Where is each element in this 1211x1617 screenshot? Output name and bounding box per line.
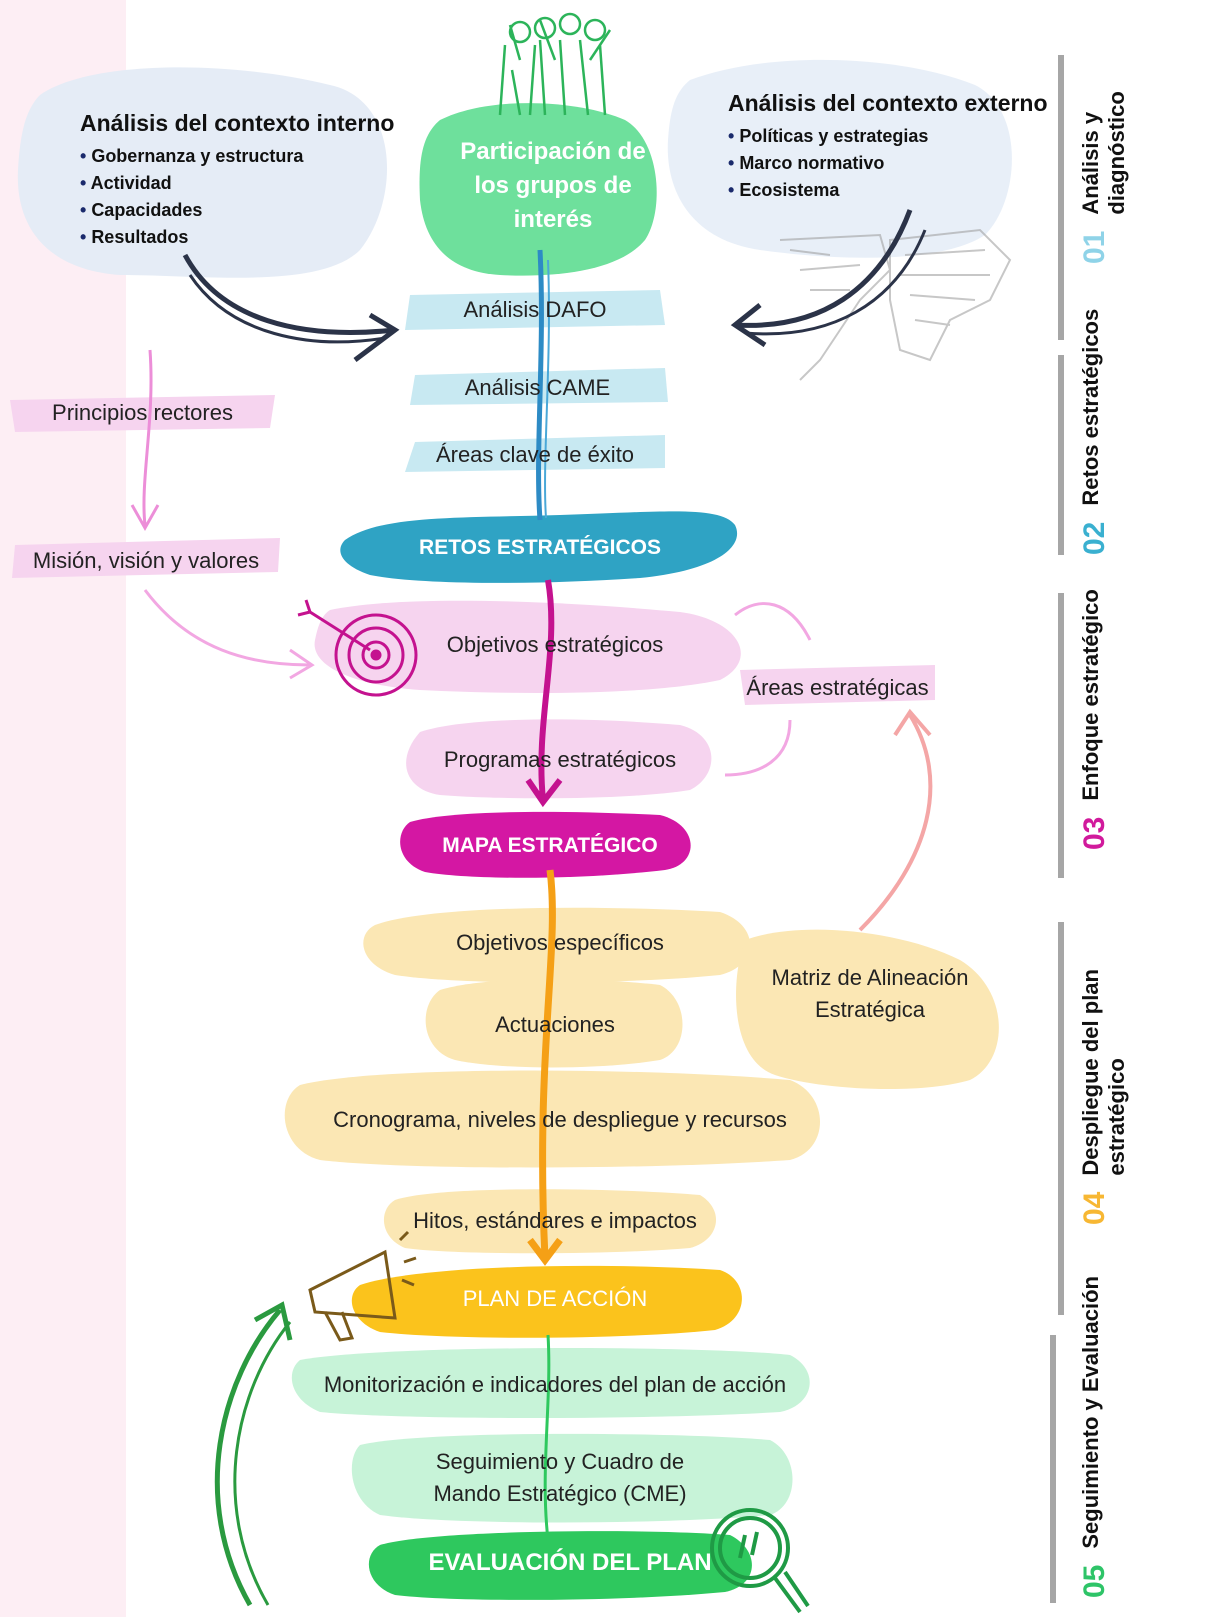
internal-item: Capacidades [80, 197, 394, 224]
internal-context-list: Gobernanza y estructura Actividad Capaci… [80, 143, 394, 251]
stage-03-label: Enfoque estratégico [1078, 589, 1103, 801]
internal-item: Resultados [80, 224, 394, 251]
external-context-title: Análisis del contexto externo [728, 90, 1048, 116]
stage-05: 05 Seguimiento y Evaluación [1078, 1276, 1112, 1598]
came-label: Análisis CAME [464, 375, 611, 400]
participation-blob [419, 103, 657, 276]
participation-label: Participación de los grupos de interés [460, 138, 646, 233]
stage-02-number: 02 [1078, 521, 1111, 555]
internal-item: Gobernanza y estructura [80, 143, 394, 170]
retos-label: RETOS ESTRATÉGICOS [419, 536, 661, 559]
hitos-blob [383, 1189, 717, 1254]
megaphone-icon [308, 1230, 417, 1342]
areas-loop-bottom-arrow [724, 719, 792, 777]
areas-loop-top-arrow [734, 602, 812, 641]
stage-04-label: Despliegue del plan estratégico [1078, 969, 1129, 1176]
hitos-label: Hitos, estándares e impactos [413, 1208, 697, 1233]
stage-bar-01 [1058, 55, 1064, 340]
target-icon [297, 599, 418, 697]
plan-accion-pill [351, 1265, 742, 1338]
stage-01-number: 01 [1078, 230, 1111, 264]
actuaciones-label: Actuaciones [495, 1012, 615, 1037]
central-green-arrow [543, 1334, 551, 1541]
principles-label: Principios rectores [52, 400, 233, 425]
stage-bar-02 [1058, 355, 1064, 555]
external-item: Políticas y estrategias [728, 123, 1048, 150]
retos-pill [340, 511, 738, 583]
people-group-icon [498, 12, 612, 116]
evaluacion-label: EVALUACIÓN DEL PLAN [428, 1549, 712, 1576]
central-blue-arrow [536, 249, 544, 521]
dafo-blob [405, 290, 665, 330]
stage-05-number: 05 [1078, 1564, 1111, 1598]
internal-arrow [182, 253, 396, 335]
internal-item: Actividad [80, 170, 394, 197]
matriz-blob [736, 929, 999, 1090]
areas-estrategicas-label: Áreas estratégicas [746, 675, 929, 700]
stage-02: 02 Retos estratégicos [1078, 309, 1112, 555]
dafo-label: Análisis DAFO [463, 297, 607, 322]
objetivos-label: Objetivos estratégicos [446, 632, 664, 657]
stage-03-number: 03 [1078, 816, 1111, 850]
areas-estrategicas-blob [740, 665, 935, 705]
plan-accion-label: PLAN DE ACCIÓN [462, 1286, 648, 1311]
stage-03: 03 Enfoque estratégico [1078, 589, 1112, 850]
external-context-box: Análisis del contexto externo Políticas … [728, 90, 1048, 204]
mission-to-objetivos-arrow [143, 589, 315, 680]
stage-01-label: Análisis y diagnóstico [1078, 91, 1129, 215]
external-context-list: Políticas y estrategias Marco normativo … [728, 123, 1048, 204]
cronograma-label: Cronograma, niveles de despliegue y recu… [333, 1107, 787, 1132]
stage-01: 01 Análisis y diagnóstico [1078, 45, 1130, 264]
stage-02-label: Retos estratégicos [1078, 308, 1103, 506]
stage-bar-03 [1058, 593, 1064, 878]
stage-bar-05 [1050, 1335, 1056, 1603]
matriz-to-areas-arrow [858, 708, 933, 932]
actuaciones-blob [425, 979, 683, 1068]
objetivos-especificos-label: Objetivos específicos [456, 930, 664, 955]
stage-04: 04 Despliegue del plan estratégico [1078, 966, 1130, 1225]
internal-context-box: Análisis del contexto interno Gobernanza… [80, 110, 394, 251]
stage-05-label: Seguimiento y Evaluación [1078, 1275, 1103, 1549]
mapa-pill [400, 811, 691, 878]
programas-label: Programas estratégicos [443, 747, 677, 772]
monitorizacion-label: Monitorización e indicadores del plan de… [323, 1372, 787, 1397]
stage-04-number: 04 [1078, 1191, 1111, 1225]
magnifier-icon [710, 1508, 810, 1614]
mission-blob [12, 538, 280, 578]
monitorizacion-blob [291, 1348, 810, 1418]
principles-to-mission-arrow [130, 349, 160, 532]
feedback-arrow [214, 1301, 293, 1607]
objetivos-blob [314, 600, 741, 693]
mission-label: Misión, visión y valores [32, 548, 260, 573]
world-map-icon [779, 228, 1012, 381]
mapa-label: MAPA ESTRATÉGICO [442, 834, 658, 857]
external-item: Marco normativo [728, 150, 1048, 177]
principles-blob [10, 395, 275, 432]
external-item: Ecosistema [728, 177, 1048, 204]
seguimiento-blob [351, 1433, 793, 1523]
central-magenta-arrow [525, 579, 563, 808]
seguimiento-label: Seguimiento y Cuadro de Mando Estratégic… [433, 1449, 687, 1506]
evaluacion-pill [368, 1531, 752, 1600]
objetivos-especificos-blob [363, 907, 750, 983]
programas-blob [406, 719, 712, 799]
cronograma-blob [284, 1070, 820, 1168]
central-orange-arrow [527, 869, 563, 1266]
areas-clave-label: Áreas clave de éxito [435, 442, 635, 467]
internal-context-title: Análisis del contexto interno [80, 110, 395, 136]
matriz-label: Matriz de Alineación Estratégica [771, 965, 969, 1022]
areas-clave-blob [405, 435, 665, 472]
stage-bar-04 [1058, 922, 1064, 1315]
external-arrow [734, 209, 913, 328]
